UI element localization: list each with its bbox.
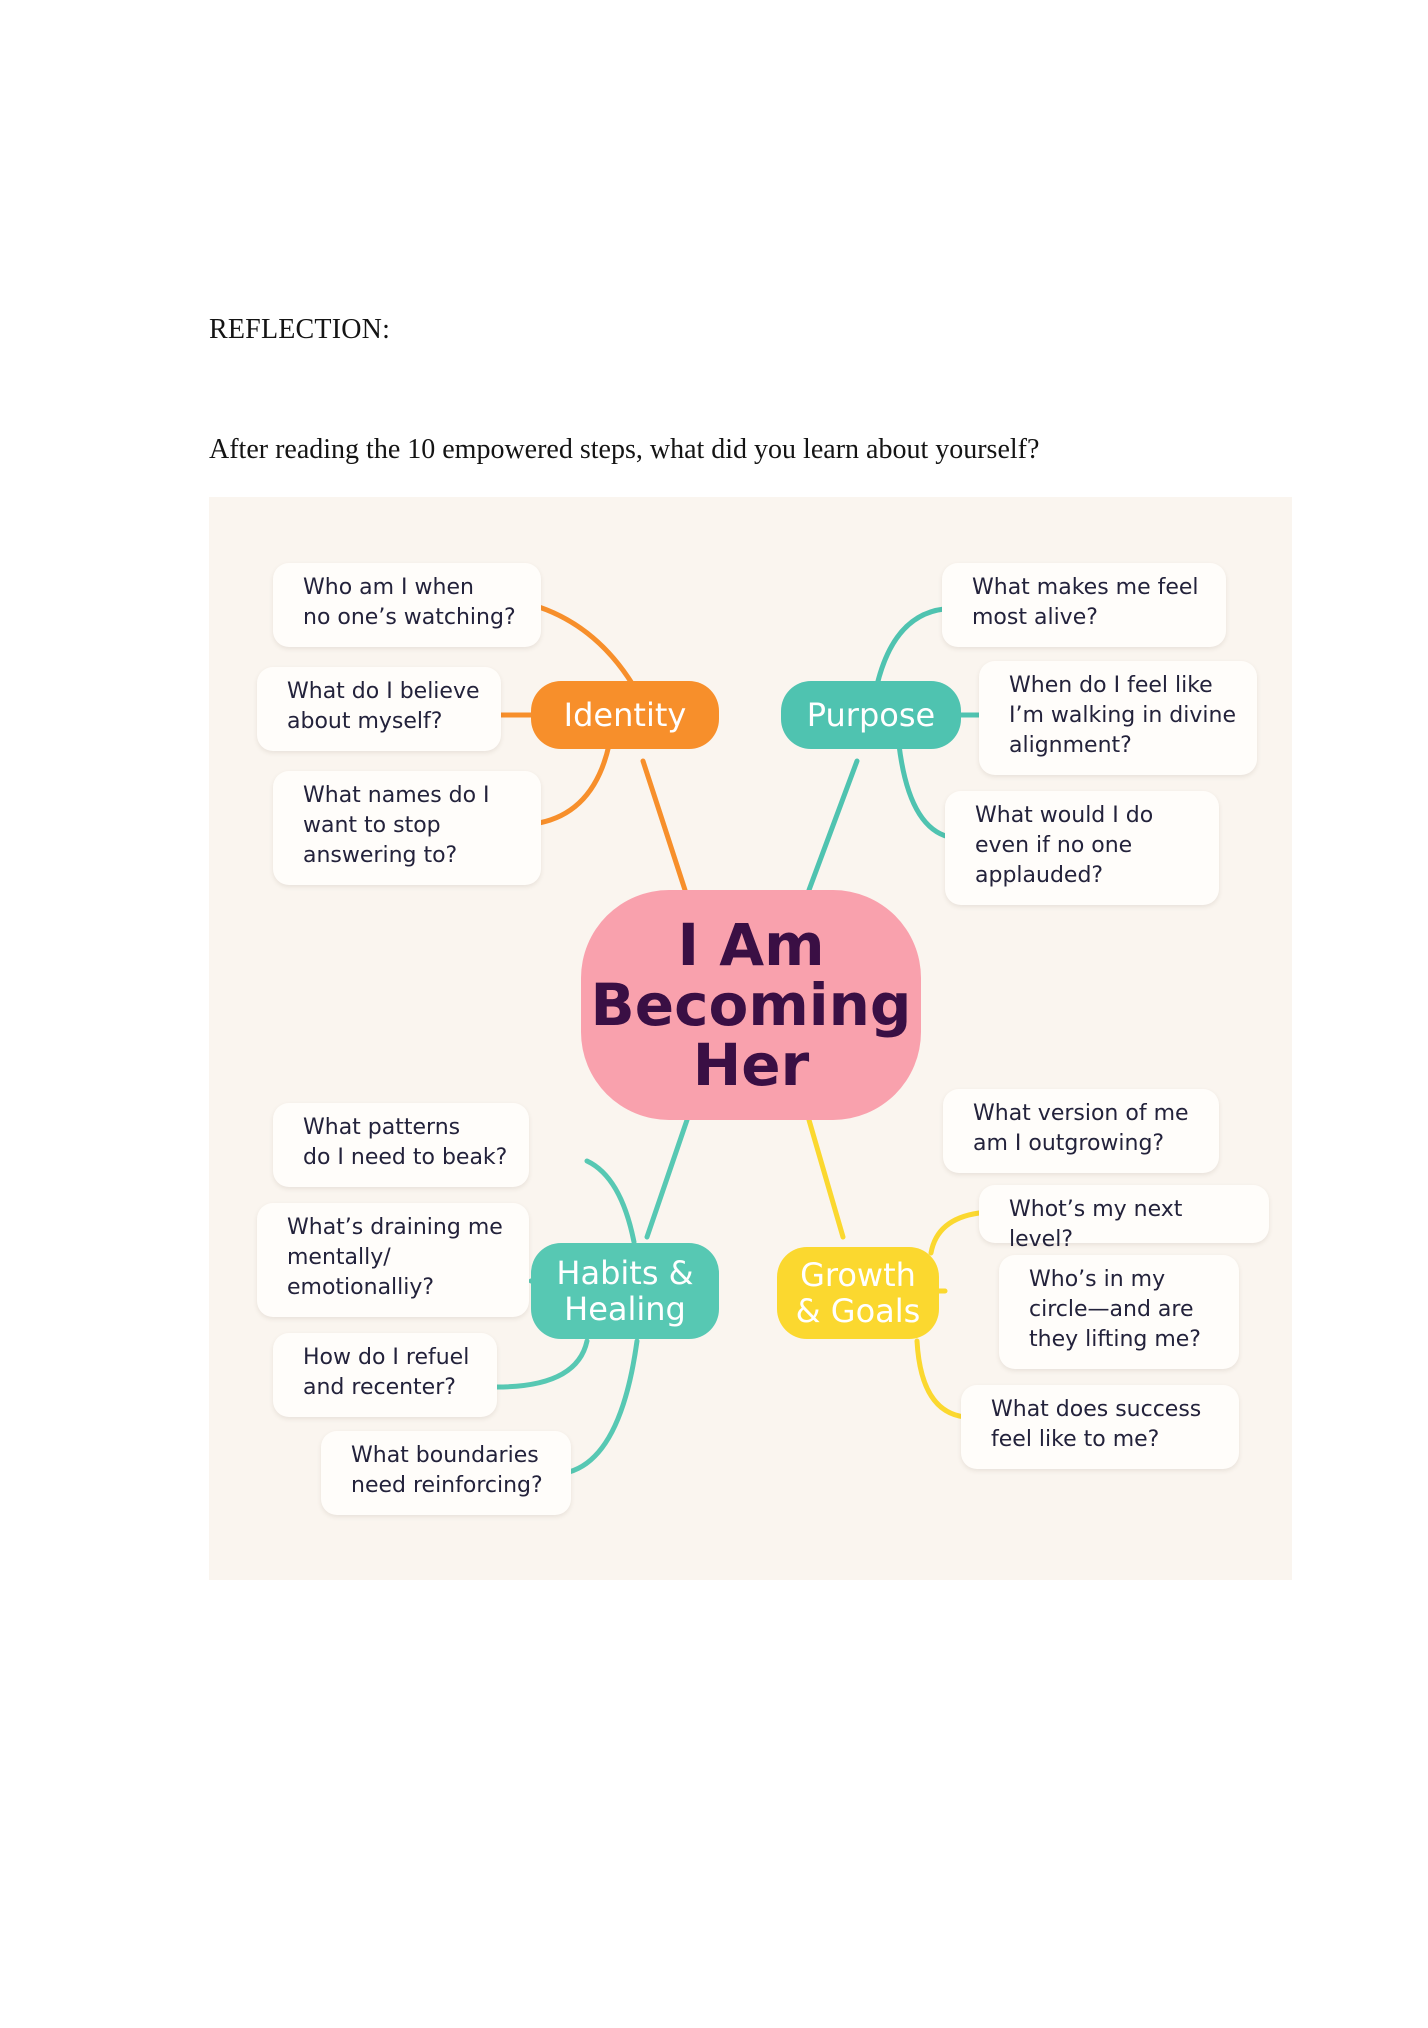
purpose-question-card: When do I feel like I’m walking in divin… [979,661,1257,775]
link-habits-4 [566,1338,640,1475]
habits-question-card: How do I refuel and recenter? [273,1333,497,1417]
habits-question-card: What’s draining me mentally/ emotionalli… [257,1203,529,1317]
purpose-hub: Purpose [781,681,961,749]
habits-hub: Habits & Healing [531,1243,719,1339]
growth-question-card: What version of me am I outgrowing? [943,1089,1219,1173]
habits-question-text: What’s draining me mentally/ emotionalli… [287,1215,503,1300]
growth-question-card: Whot’s my next level? [979,1185,1269,1252]
mind-map: Who am I when no one’s watching? What do… [209,497,1292,1580]
identity-question-card: What do I believe about myself? [257,667,501,751]
identity-question-card: What names do I want to stop answering t… [273,771,541,885]
link-identity-3 [536,742,612,826]
growth-question-card: What does success feel like to me? [961,1385,1239,1469]
identity-question-text: Who am I when no one’s watching? [303,575,516,630]
identity-question-card: Who am I when no one’s watching? [273,563,541,647]
growth-question-card: Who’s in my circle—and are they lifting … [999,1255,1239,1369]
habits-question-text: What patterns do I need to beak? [303,1115,508,1170]
spoke-habits [644,1117,690,1240]
habits-question-card: What patterns do I need to beak? [273,1103,529,1187]
purpose-question-card: What would I do even if no one applauded… [945,791,1219,905]
growth-question-text: What does success feel like to me? [991,1397,1202,1452]
center-title: I Am Becoming Her [581,890,921,1120]
identity-hub: Identity [531,681,719,749]
purpose-question-text: What makes me feel most alive? [972,575,1199,630]
spoke-growth [806,1117,846,1240]
spoke-identity [640,758,688,893]
habits-question-text: How do I refuel and recenter? [303,1345,470,1400]
purpose-question-card: What makes me feel most alive? [942,563,1226,647]
habits-question-text: What boundaries need reinforcing? [351,1443,543,1498]
growth-hub: Growth & Goals [777,1247,939,1339]
growth-question-text: Whot’s my next level? [1009,1197,1183,1252]
link-growth-3 [914,1338,968,1420]
link-habits-1 [584,1158,637,1245]
link-growth-2 [928,1210,982,1256]
habits-question-card: What boundaries need reinforcing? [321,1431,571,1515]
link-identity-1 [536,604,636,688]
spoke-purpose [806,758,860,893]
reflection-heading: REFLECTION: [209,314,391,345]
link-purpose-3 [896,742,952,840]
growth-question-text: What version of me am I outgrowing? [973,1101,1189,1156]
link-habits-3 [494,1338,590,1390]
growth-question-text: Who’s in my circle—and are they lifting … [1029,1267,1201,1352]
purpose-question-text: What would I do even if no one applauded… [975,803,1154,888]
reflection-question: After reading the 10 empowered steps, wh… [209,434,1040,465]
identity-question-text: What names do I want to stop answering t… [303,783,490,868]
purpose-question-text: When do I feel like I’m walking in divin… [1009,673,1236,758]
link-purpose-1 [874,606,947,688]
identity-question-text: What do I believe about myself? [287,679,480,734]
